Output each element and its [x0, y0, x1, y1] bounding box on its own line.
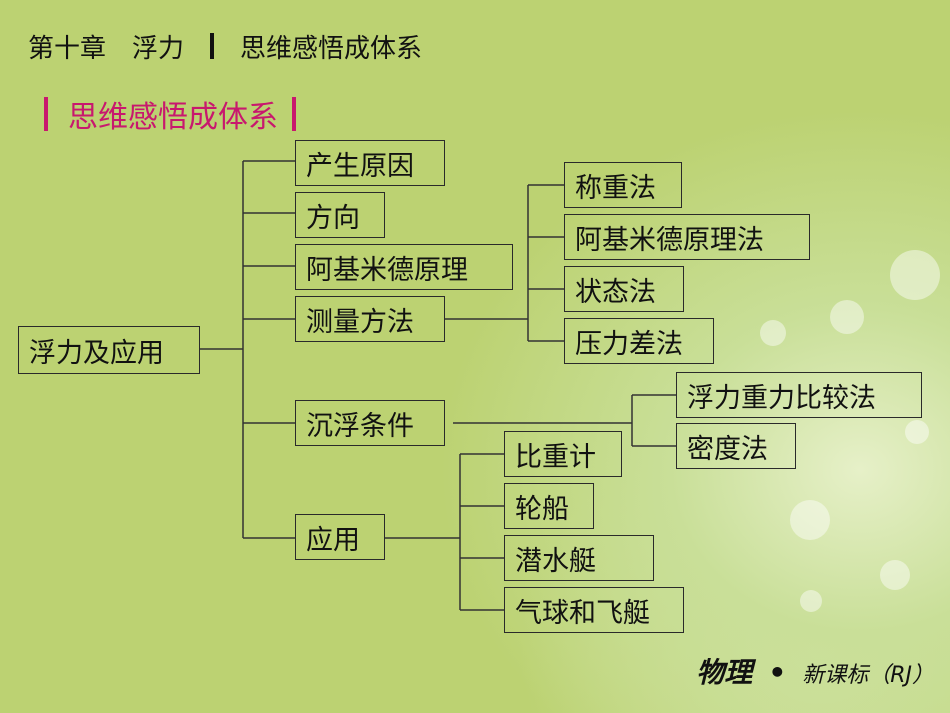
node-state-method: 状态法	[564, 266, 684, 312]
node-root: 浮力及应用	[18, 326, 200, 374]
node-cause: 产生原因	[295, 140, 445, 186]
node-archimedes: 阿基米德原理	[295, 244, 513, 290]
header-section-label: 思维感悟成体系	[240, 33, 423, 64]
node-archimedes-method: 阿基米德原理法	[564, 214, 810, 260]
node-application: 应用	[295, 514, 385, 560]
subject-label: 物理	[696, 656, 753, 689]
bokeh-light	[890, 250, 940, 300]
chapter-label: 第十章	[28, 33, 107, 64]
bokeh-light	[800, 590, 822, 612]
bokeh-light	[905, 420, 929, 444]
node-pressure-difference-method: 压力差法	[564, 318, 714, 364]
title-bar-left	[44, 97, 48, 131]
bokeh-light	[880, 560, 910, 590]
node-hydrometer: 比重计	[504, 431, 622, 477]
node-ship: 轮船	[504, 483, 594, 529]
node-density-method: 密度法	[676, 423, 796, 469]
title-bar-right	[292, 97, 296, 131]
node-submarine: 潜水艇	[504, 535, 654, 581]
section-title: 思维感悟成体系	[44, 92, 296, 136]
node-direction: 方向	[295, 192, 385, 238]
node-force-comparison: 浮力重力比较法	[676, 372, 922, 418]
section-title-text: 思维感悟成体系	[68, 100, 278, 135]
topic-label: 浮力	[132, 33, 185, 64]
bokeh-light	[790, 500, 830, 540]
header-divider	[210, 33, 215, 59]
bokeh-light	[760, 320, 786, 346]
bokeh-light	[830, 300, 864, 334]
node-float-condition: 沉浮条件	[295, 400, 445, 446]
edition-label: 新课标（RJ）	[802, 663, 934, 688]
node-measurement: 测量方法	[295, 296, 445, 342]
slide-footer: 物理 • 新课标（RJ）	[696, 651, 934, 691]
slide-header: 第十章 浮力 思维感悟成体系	[28, 26, 422, 66]
node-weighing-method: 称重法	[564, 162, 682, 208]
node-balloon-airship: 气球和飞艇	[504, 587, 684, 633]
separator-dot: •	[768, 656, 787, 689]
